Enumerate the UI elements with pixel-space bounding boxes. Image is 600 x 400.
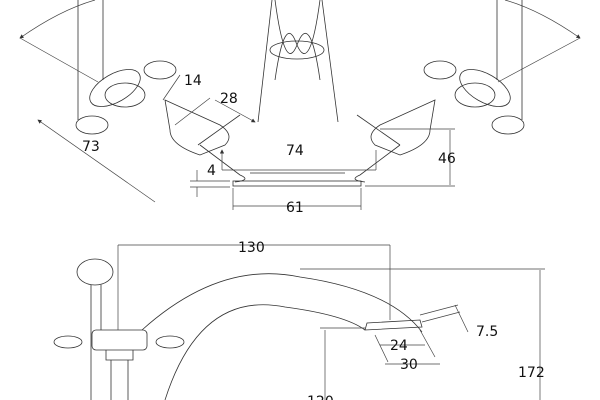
handle-stem	[90, 285, 102, 400]
dim-7-5-line	[419, 304, 469, 333]
dim-label-24: 24	[390, 338, 408, 354]
left-handle-knob	[75, 115, 109, 135]
dim-74-line	[222, 150, 377, 171]
valve-stem	[105, 350, 134, 400]
base-plate	[232, 180, 362, 187]
dim-label-73: 73	[82, 139, 100, 155]
top-view: 14 28 73 74 46 4 61	[19, 0, 581, 216]
right-handle-cap	[459, 69, 511, 107]
right-swing-line	[497, 37, 581, 83]
dim-label-30: 30	[400, 357, 418, 373]
aerator	[364, 319, 423, 331]
dim-label-28: 28	[220, 91, 238, 107]
dim-73-line	[37, 119, 156, 203]
right-handle-knob	[423, 60, 457, 80]
dim-label-61: 61	[286, 200, 304, 216]
right-swing-arc	[504, 0, 581, 39]
handle-knob-top	[76, 258, 114, 286]
dim-label-172: 172	[518, 365, 545, 381]
dim-label-130: 130	[238, 240, 265, 256]
dim-label-7-5: 7.5	[476, 324, 498, 340]
left-valve-edge	[197, 114, 241, 146]
spout-curves	[274, 0, 321, 81]
dim-label-46: 46	[438, 151, 456, 167]
spout-arc	[141, 273, 423, 400]
spout-ring	[269, 40, 325, 60]
dim-28-line	[214, 99, 256, 123]
dim-label-14: 14	[184, 73, 202, 89]
cross-handle-right	[155, 335, 185, 349]
spout-top	[257, 0, 339, 123]
dim-61-line	[232, 188, 362, 210]
dim-24-30-lines	[374, 329, 440, 365]
dim-130-line	[117, 244, 391, 330]
right-handle-knob	[491, 115, 525, 135]
dim-label-120: 120	[307, 394, 334, 400]
side-view: 130 7.5 24 30 172 120	[53, 240, 545, 400]
valve-cap	[91, 329, 148, 351]
cross-handle-left	[53, 335, 83, 349]
dim-172-line	[300, 268, 545, 400]
left-handle-cap	[89, 69, 141, 107]
left-handle-hub	[104, 82, 146, 108]
dim-4-line	[190, 170, 230, 197]
dim-14-lines	[162, 74, 211, 126]
right-valve-edge	[356, 114, 401, 146]
left-valve-body	[164, 99, 230, 156]
right-valve-body	[370, 99, 436, 156]
right-handle-hub	[454, 82, 496, 108]
left-handle-knob	[143, 60, 177, 80]
body-sides	[199, 144, 401, 183]
dim-120-line	[320, 327, 365, 400]
handle-pillars	[77, 0, 523, 120]
dim-label-74: 74	[286, 143, 304, 159]
left-swing-line	[19, 37, 99, 83]
left-swing-arc	[19, 0, 96, 39]
dim-46-line	[365, 128, 455, 187]
dim-label-4: 4	[207, 163, 216, 179]
